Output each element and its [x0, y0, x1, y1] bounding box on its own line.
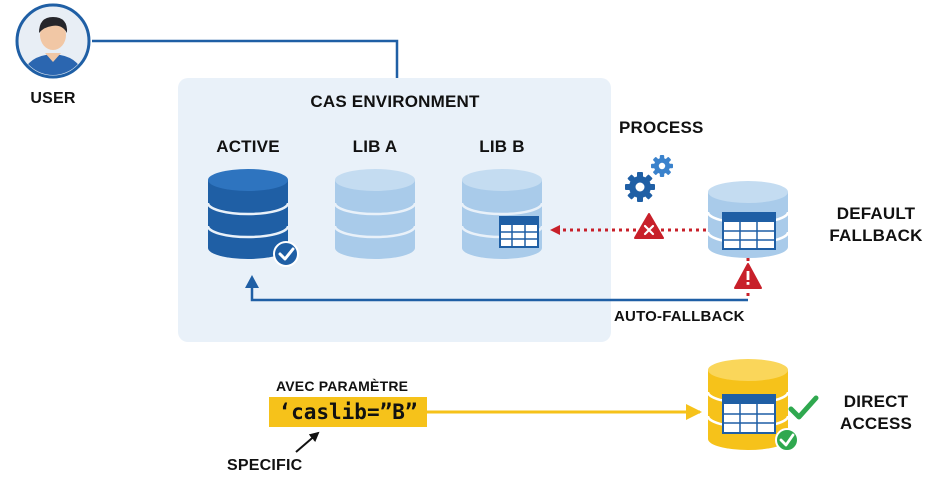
gear-small-icon [651, 155, 673, 177]
cas-environment-title: CAS ENVIRONMENT [310, 92, 480, 111]
auto-fallback-line [250, 284, 748, 302]
specific-pointer-arrow [295, 431, 320, 453]
direct-access-label: DIRECT ACCESS [826, 391, 926, 435]
parameter-caption: AVEC PARAMÈTRE [276, 378, 409, 394]
direct-access-label-line2: ACCESS [839, 414, 913, 433]
direct-check-badge-icon [775, 428, 799, 452]
user-label: USER [30, 90, 76, 107]
user-avatar-icon [15, 3, 91, 79]
gear-icon [625, 172, 655, 202]
fallback-table-icon [722, 212, 776, 250]
caslib-parameter-box: ‘caslib=”B” [269, 397, 427, 427]
active-check-badge-icon [273, 241, 299, 267]
auto-fallback-label: AUTO-FALLBACK [614, 308, 745, 325]
lib-b-table-icon [499, 216, 539, 248]
checkmark-icon [788, 395, 819, 420]
specific-label: SPECIFIC [227, 457, 303, 474]
library-label-lib-a: LIB A [352, 137, 398, 156]
lib-a-database-icon [333, 169, 417, 259]
active-database-icon [206, 169, 290, 259]
default-fallback-label: DEFAULT FALLBACK [824, 203, 928, 247]
auto-fallback-arrowhead [245, 275, 259, 288]
user-connector-line [92, 39, 399, 78]
process-label: PROCESS [619, 118, 704, 137]
caslib-parameter-code: ‘caslib=”B” [278, 400, 418, 424]
default-fallback-label-line2: FALLBACK [829, 226, 923, 245]
direct-access-label-line1: DIRECT [843, 392, 909, 411]
default-fallback-label-line1: DEFAULT [836, 204, 916, 223]
error-x-icon [634, 213, 664, 239]
direct-table-icon [722, 394, 776, 434]
library-label-lib-b: LIB B [479, 137, 525, 156]
library-label-active: ACTIVE [216, 137, 280, 156]
warning-icon [734, 263, 762, 289]
